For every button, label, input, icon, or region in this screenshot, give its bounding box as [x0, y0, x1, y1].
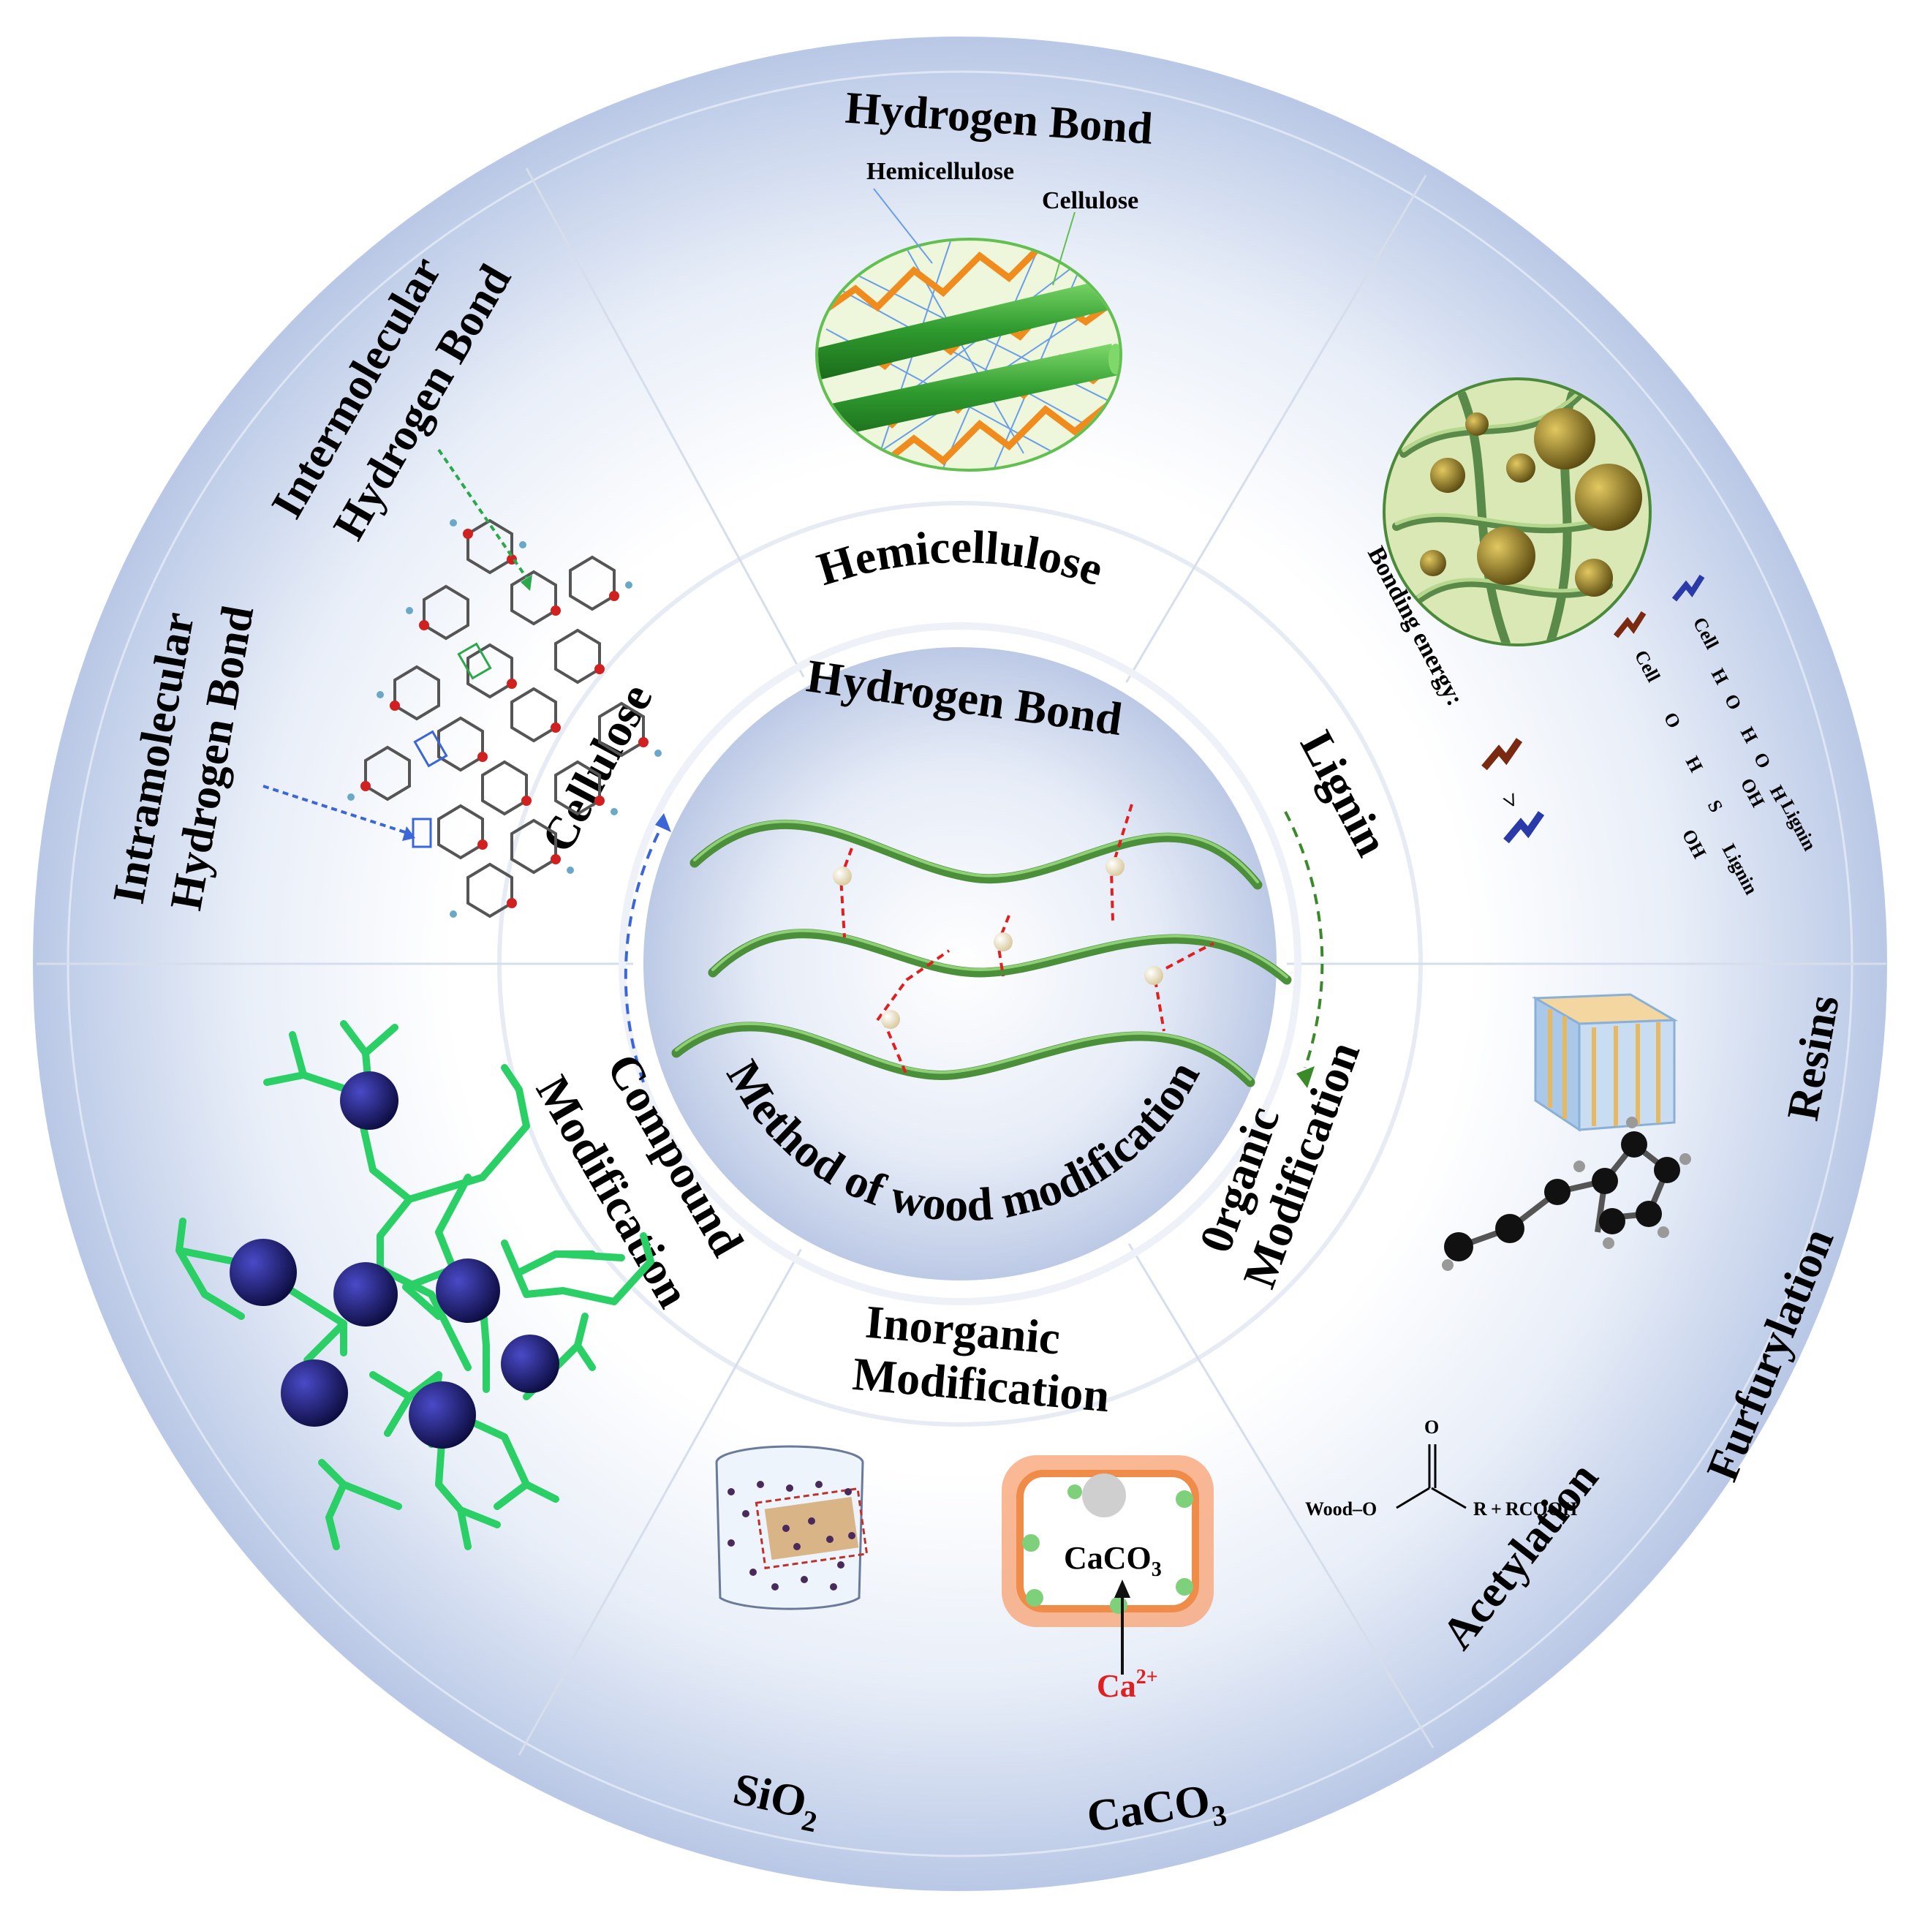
resin-block-illustration [1531, 993, 1679, 1132]
green-arrow-head [1296, 1066, 1315, 1088]
cellulose-molecule-illustration [262, 448, 662, 918]
formula-o-top: O [1424, 1416, 1439, 1438]
center-core [633, 637, 1287, 1291]
green-dashed-arrow [1284, 811, 1324, 1068]
label-hemicellulose-small: Hemicellulose [866, 158, 1014, 185]
ca2-label: Ca2+ [1097, 1666, 1158, 1704]
cellulose-network-illustration [815, 188, 1122, 472]
sio2-beaker-illustration [715, 1445, 869, 1610]
compound-network-illustration [175, 1020, 654, 1550]
hydrogen-atom [881, 1010, 900, 1029]
hydrogen-atom [1105, 857, 1125, 876]
blue-arrow-head [655, 813, 671, 832]
label-cellulose-small: Cellulose [1042, 187, 1138, 214]
acetylation-formula: Wood–O O R + RCOOH [1305, 1416, 1577, 1520]
formula-r-rcooh: R + RCOOH [1473, 1498, 1577, 1520]
lignin-network-illustration [1383, 377, 1652, 646]
caco3-box-label: CaCO3 [1064, 1540, 1162, 1581]
formula-wood-o: Wood–O [1305, 1498, 1377, 1520]
center-h-atoms [833, 857, 1163, 1029]
center-fibers [671, 819, 1292, 1087]
hydrogen-atom [833, 867, 852, 886]
furfuryl-molecule-illustration [1442, 1117, 1691, 1271]
caco3-cell-illustration: CaCO3 Ca2+ [1002, 1455, 1214, 1704]
center-core-halo [619, 622, 1301, 1305]
blue-dashed-arrow [624, 826, 663, 1083]
hydrogen-atom [994, 932, 1013, 951]
center-fiber-highlights [675, 820, 1288, 1081]
hydrogen-atom [1144, 966, 1163, 985]
